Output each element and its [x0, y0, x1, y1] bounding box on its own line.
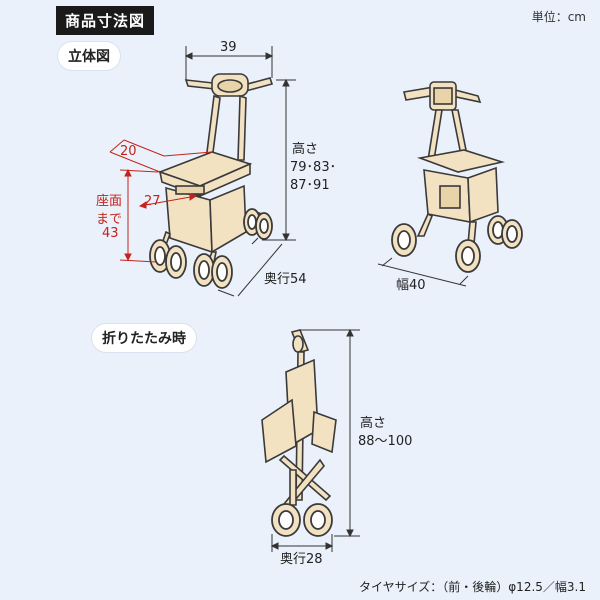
- seat-depth-label: 20: [120, 144, 137, 159]
- walker-folded: [261, 329, 337, 507]
- height-label: 高さ: [292, 142, 319, 157]
- dimension-lines-front: [184, 46, 296, 297]
- walker-rear-wheels: [391, 215, 523, 273]
- height-values-2: 87･91: [290, 178, 330, 193]
- height-values-1: 79･83･: [290, 160, 337, 175]
- seat-height-value: 43: [102, 226, 119, 241]
- tire-size-note: タイヤサイズ：（前・後輪）φ12.5／幅3.1: [358, 580, 586, 594]
- width-top-label: 39: [220, 40, 237, 55]
- rear-width-label: 幅40: [396, 278, 426, 293]
- dimension-lines-folded: [270, 328, 360, 552]
- walker-front-wheels: [149, 208, 273, 289]
- seat-height-label-2: まで: [96, 212, 123, 227]
- folded-height-label: 高さ: [360, 416, 387, 431]
- page-title: 商品寸法図: [56, 6, 155, 35]
- seat-width-label: 27: [144, 194, 161, 209]
- folded-height-value: 88～100: [358, 434, 413, 449]
- walker-folded-wheels: [271, 503, 333, 537]
- seat-height-label-1: 座面: [96, 194, 123, 209]
- section-label-3d: 立体図: [58, 42, 120, 70]
- walker-rear-3d: [403, 81, 506, 245]
- dimension-lines-red: [109, 139, 213, 263]
- dimension-lines-rear: [377, 257, 469, 287]
- depth-label: 奥行54: [264, 272, 307, 287]
- section-label-folded: 折りたたみ時: [92, 324, 196, 352]
- folded-depth-label: 奥行28: [280, 552, 323, 567]
- unit-label: 単位：cm: [531, 10, 586, 24]
